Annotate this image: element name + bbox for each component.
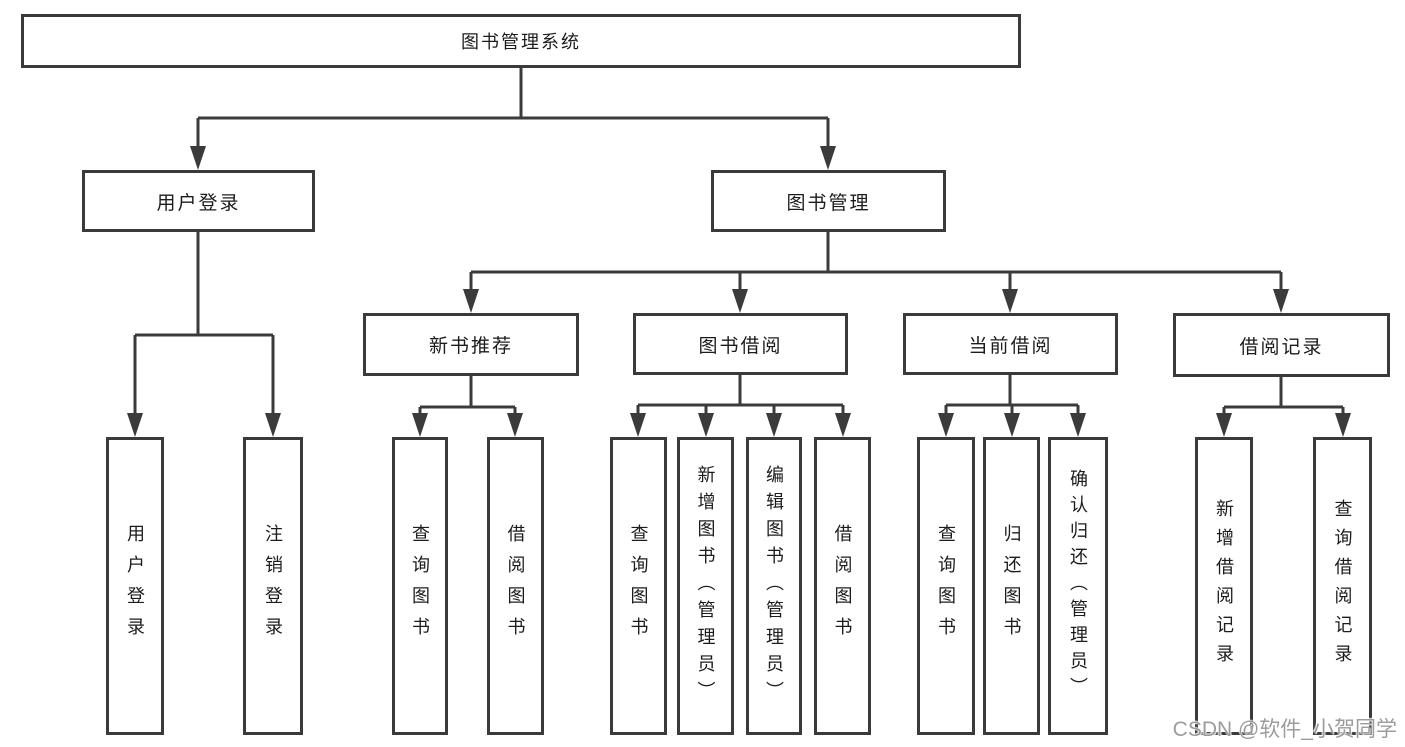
node-label: 新增借阅记录 (1214, 499, 1234, 673)
leaf-query-books-current: 查询图书 (917, 437, 975, 735)
leaf-query-borrow-record: 查询借阅记录 (1313, 437, 1372, 735)
node-label: 当前借阅 (968, 335, 1053, 357)
node-root-library-system: 图书管理系统 (21, 14, 1021, 68)
node-label: 确认归还（管理员） (1068, 469, 1088, 703)
node-label: 查询图书 (936, 524, 956, 648)
leaf-query-books-recommend: 查询图书 (392, 437, 448, 735)
node-label: 查询图书 (410, 524, 430, 648)
node-label: 注销登录 (263, 524, 283, 648)
node-label: 用户登录 (125, 524, 145, 648)
node-user-login: 用户登录 (82, 170, 315, 232)
node-label: 图书管理系统 (461, 32, 581, 52)
node-label: 图书借阅 (698, 335, 783, 357)
node-label: 借阅图书 (832, 524, 853, 648)
leaf-query-books-borrow: 查询图书 (610, 437, 667, 735)
leaf-confirm-return-admin: 确认归还（管理员） (1048, 437, 1108, 735)
node-current-borrow: 当前借阅 (903, 313, 1118, 375)
node-label: 编辑图书（管理员） (764, 464, 784, 708)
leaf-edit-books-admin: 编辑图书（管理员） (746, 437, 802, 735)
leaf-add-books-admin: 新增图书（管理员） (677, 437, 734, 735)
node-label: 新书推荐 (428, 336, 513, 357)
leaf-return-books: 归还图书 (983, 437, 1040, 735)
node-label: 借阅图书 (505, 524, 526, 648)
leaf-borrow-books-recommend: 借阅图书 (487, 437, 544, 735)
node-label: 借阅记录 (1239, 336, 1324, 358)
leaf-add-borrow-record: 新增借阅记录 (1195, 437, 1253, 735)
leaf-user-login: 用户登录 (106, 437, 164, 735)
leaf-logout: 注销登录 (243, 437, 303, 735)
csdn-watermark: CSDN @软件_小贺同学 (1172, 718, 1397, 741)
node-label: 新增图书（管理员） (695, 464, 716, 708)
node-label: 查询图书 (628, 524, 649, 648)
node-label: 图书管理 (786, 192, 871, 214)
node-book-borrow: 图书借阅 (633, 313, 848, 375)
node-label: 查询借阅记录 (1332, 499, 1353, 673)
node-new-book-recommend: 新书推荐 (363, 313, 579, 376)
node-borrow-records: 借阅记录 (1173, 313, 1390, 377)
node-label: 用户登录 (156, 192, 241, 214)
node-book-management: 图书管理 (711, 170, 946, 232)
node-label: 归还图书 (1001, 524, 1022, 648)
leaf-borrow-books: 借阅图书 (814, 437, 871, 735)
